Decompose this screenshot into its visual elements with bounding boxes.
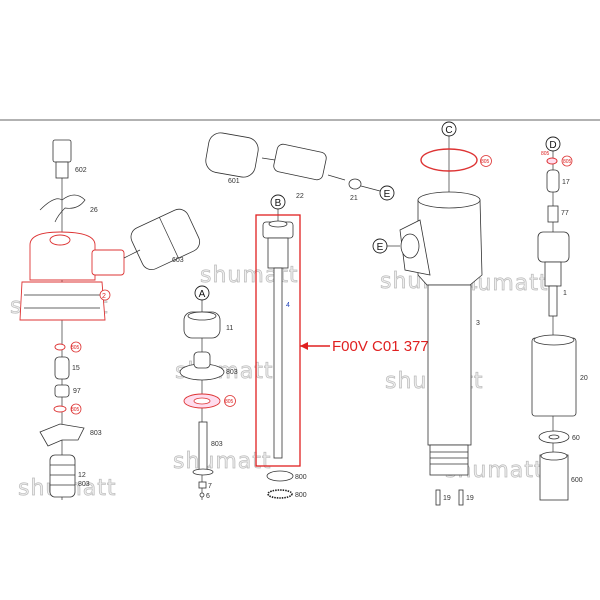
label-602: 602 xyxy=(75,167,87,174)
part-601 xyxy=(205,132,259,178)
part-803-plate xyxy=(39,423,85,447)
label-3: 3 xyxy=(476,320,480,327)
label-803: 803 xyxy=(78,481,90,488)
label-800: 800 xyxy=(295,492,307,499)
part-17-spring xyxy=(546,169,560,193)
label-603: 603 xyxy=(172,257,184,264)
part-15-spring xyxy=(54,356,70,380)
part-4-valve-stem xyxy=(273,267,283,459)
label-17: 17 xyxy=(562,179,570,186)
part-12-spring xyxy=(49,454,76,498)
label-805: 805 xyxy=(541,151,550,157)
label-26: 26 xyxy=(90,207,98,214)
label-2: 2 xyxy=(102,293,106,300)
part-number-callout: F00V C01 377 xyxy=(332,338,429,355)
label-803: 803 xyxy=(90,430,102,437)
svg-text:D: D xyxy=(549,140,556,151)
label-805: 805 xyxy=(225,399,234,405)
label-15: 15 xyxy=(72,365,80,372)
injector-body: C 805 E 3 19 19 xyxy=(372,121,492,506)
part-1-nozzle xyxy=(537,231,570,263)
label-805: 805 xyxy=(71,345,80,351)
label-7: 7 xyxy=(208,483,212,490)
label-1: 1 xyxy=(563,290,567,297)
part-2-cap xyxy=(29,231,96,281)
view-marker-e xyxy=(379,185,395,201)
part-600 xyxy=(539,454,569,501)
part-77 xyxy=(547,205,559,223)
label-12: 12 xyxy=(78,472,86,479)
label-19: 19 xyxy=(466,495,474,502)
part-602 xyxy=(52,139,72,163)
part-22 xyxy=(273,143,327,181)
label-19: 19 xyxy=(443,495,451,502)
highlight-box xyxy=(255,214,301,467)
label-4: 4 xyxy=(286,302,290,309)
label-60: 60 xyxy=(572,435,580,442)
part-603 xyxy=(130,208,201,271)
label-11: 11 xyxy=(226,325,233,332)
label-805: 805 xyxy=(481,159,490,165)
part-26-clip xyxy=(39,194,86,223)
left-assembly: 602 26 2 603 805 15 97 805 803 12 803 xyxy=(19,139,201,500)
svg-text:A: A xyxy=(199,289,206,300)
label-6: 6 xyxy=(206,493,210,500)
part-803-piston xyxy=(198,421,208,473)
part-3-body xyxy=(427,284,472,446)
label-800: 800 xyxy=(295,474,307,481)
label-21: 21 xyxy=(350,195,358,202)
part-3-thread xyxy=(429,444,469,476)
label-803: 803 xyxy=(226,369,238,376)
part-20-nut xyxy=(531,337,577,417)
label-97: 97 xyxy=(73,388,81,395)
svg-text:E: E xyxy=(377,242,384,253)
part-800 xyxy=(266,470,294,482)
part-21 xyxy=(348,178,362,190)
part-805-seal xyxy=(420,148,478,172)
label-803: 803 xyxy=(211,441,223,448)
label-805: 805 xyxy=(563,159,572,165)
part-7 xyxy=(198,481,207,489)
label-601: 601 xyxy=(228,178,240,185)
svg-text:B: B xyxy=(275,198,282,209)
svg-text:C: C xyxy=(445,125,452,136)
nozzle-assembly: D 805 805 17 77 1 20 60 600 xyxy=(531,136,588,501)
label-805: 805 xyxy=(71,407,80,413)
label-20: 20 xyxy=(580,375,588,382)
label-77: 77 xyxy=(561,210,569,217)
label-600: 600 xyxy=(571,477,583,484)
label-22: 22 xyxy=(296,193,304,200)
middle-assembly: 601 22 21 E B 4 F00V C01 377 800 800 A 1… xyxy=(179,132,429,500)
svg-text:E: E xyxy=(384,189,391,200)
watermark: shumatt xyxy=(173,449,272,474)
